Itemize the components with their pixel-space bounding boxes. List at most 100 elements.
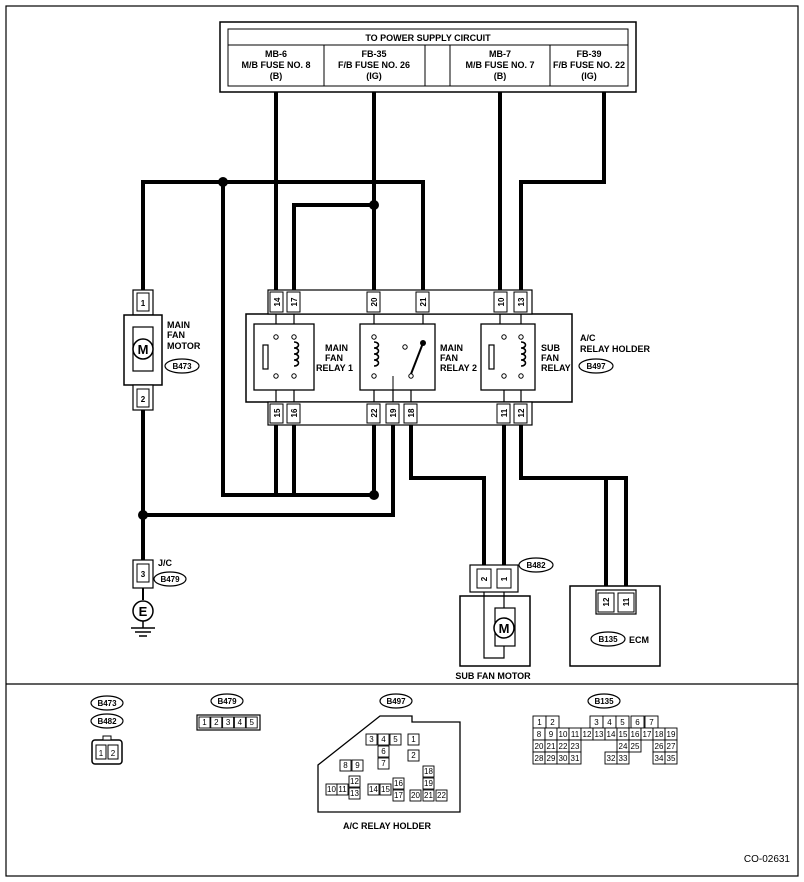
b497-pin-14: 14 [369,785,378,794]
jc-label: J/C [158,558,173,568]
b479-pin-1: 1 [202,718,207,727]
relay-1-coil-icon [293,341,300,367]
sub-motor-pin-1: 1 [500,576,509,581]
view-b497-caption: A/C RELAY HOLDER [343,821,432,831]
b479-pin-4-cell [233,716,246,729]
b479-pin-1-cell [198,716,211,729]
b497-pin-1-cell [407,733,420,746]
wire-ground-bus [143,425,395,517]
ground-symbol: E [139,604,148,619]
fuse-fb39-line1: FB-39 [576,49,601,59]
b497-pin-21: 21 [424,791,433,800]
power-supply-box: TO POWER SUPPLY CIRCUIT MB-6 M/B FUSE NO… [219,21,637,93]
jc-connector-badge [153,571,187,587]
b135-pin-35: 35 [667,754,676,763]
main-fan-motor: 1 M 2 MAIN FAN MOTOR B473 [123,289,201,411]
b497-pin-18-cell [422,765,435,778]
connector-view-b473-b482: B473 B482 1 2 [90,695,124,765]
fuse-fb35-line3: (IG) [366,71,382,81]
b135-pin-25: 25 [631,742,640,751]
b135-pin-27: 27 [667,742,676,751]
sub-fan-motor-connector: B482 [526,561,546,570]
b135-pin-11: 11 [571,730,580,739]
b479-pin-3: 3 [226,718,231,727]
jc-connector: B479 [160,575,180,584]
b135-pin-21: 21 [547,742,556,751]
main-fan-motor-line1: MAIN [167,320,190,330]
pin-16: 16 [290,408,299,417]
b497-pin-8-cell [339,759,352,772]
relay-1-line1: MAIN [325,343,348,353]
relay-2-switch-icon [410,342,424,375]
pin-19: 19 [389,408,398,417]
b497-pin-4: 4 [381,735,386,744]
wire-pin17 [292,203,374,290]
b497-pin-17: 17 [394,791,403,800]
joint-connector: 3 J/C B479 E [131,558,187,637]
ecm-connector: B135 [598,635,618,644]
main-fan-motor-line3: MOTOR [167,341,201,351]
b135-pin-29: 29 [547,754,556,763]
ecm-label: ECM [629,635,649,645]
ecm-pin-11: 11 [622,597,631,606]
sub-fan-motor-connector-badge [518,557,554,573]
sub-fan-relay: SUB FAN RELAY [480,314,571,402]
b497-pin-13-cell [348,787,361,800]
pin-14: 14 [273,297,282,306]
relay-2-line1: MAIN [440,343,463,353]
relay-bottom-pins: 15 16 22 19 18 11 12 [269,403,528,424]
b497-pin-2-cell [407,749,420,762]
b135-pin-3: 3 [594,718,599,727]
b497-pin-3: 3 [369,735,374,744]
fuse-mb7-line3: (B) [494,71,507,81]
relay-1-line2: FAN [325,353,343,363]
fuse-mb6-line2: M/B FUSE NO. 8 [241,60,310,70]
b135-pin-23: 23 [571,742,580,751]
fuse-mb7-line2: M/B FUSE NO. 7 [465,60,534,70]
page-border [5,5,799,877]
b497-pin-15: 15 [381,785,390,794]
pin-20: 20 [370,297,379,306]
figure-id: CO-02631 [744,854,791,865]
b497-pin-18: 18 [424,767,433,776]
wire-pin18 [409,425,486,565]
b497-pin-13: 13 [350,789,359,798]
pin-17: 17 [290,297,299,306]
motor-symbol: M [138,342,149,357]
ecm: 12 11 B135 ECM [569,585,661,667]
fuse-fb39-line2: F/B FUSE NO. 22 [553,60,625,70]
main-fan-motor-line2: FAN [167,330,185,340]
relay-holder: 14 17 20 21 10 13 15 16 22 19 18 11 12 [245,289,651,426]
b135-pin-14: 14 [607,730,616,739]
relay-holder-connector: B497 [586,362,606,371]
b135-pin-12: 12 [583,730,592,739]
pin-18: 18 [407,408,416,417]
b479-pin-5: 5 [249,718,254,727]
fuse-mb6-line3: (B) [270,71,283,81]
relay-1-line3: RELAY 1 [316,363,353,373]
b135-pin-31-cell [568,751,582,765]
pin-13: 13 [517,297,526,306]
pin-10: 10 [497,297,506,306]
sub-relay-line3: RELAY [541,363,571,373]
b135-pin-33-cell [616,751,630,765]
sub-motor-pin-2: 2 [480,576,489,581]
sub-fan-motor: 2 1 B482 M SUB FAN MOTOR [455,557,554,681]
b135-pin-20: 20 [535,742,544,751]
b135-pin-7: 7 [649,718,654,727]
sub-relay-contact-icon [488,344,495,370]
relay-holder-connector-badge [578,358,614,374]
fuse-mb7-line1: MB-7 [489,49,511,59]
b497-pin-17-cell [392,789,405,802]
b497-pin-9-cell [351,759,364,772]
b497-pin-19: 19 [424,779,433,788]
b135-pin-6: 6 [635,718,640,727]
b497-pin-12: 12 [350,777,359,786]
b497-pin-11: 11 [338,785,347,794]
view-b497-label: B497 [386,697,406,706]
b497-pin-12-cell [348,775,361,788]
